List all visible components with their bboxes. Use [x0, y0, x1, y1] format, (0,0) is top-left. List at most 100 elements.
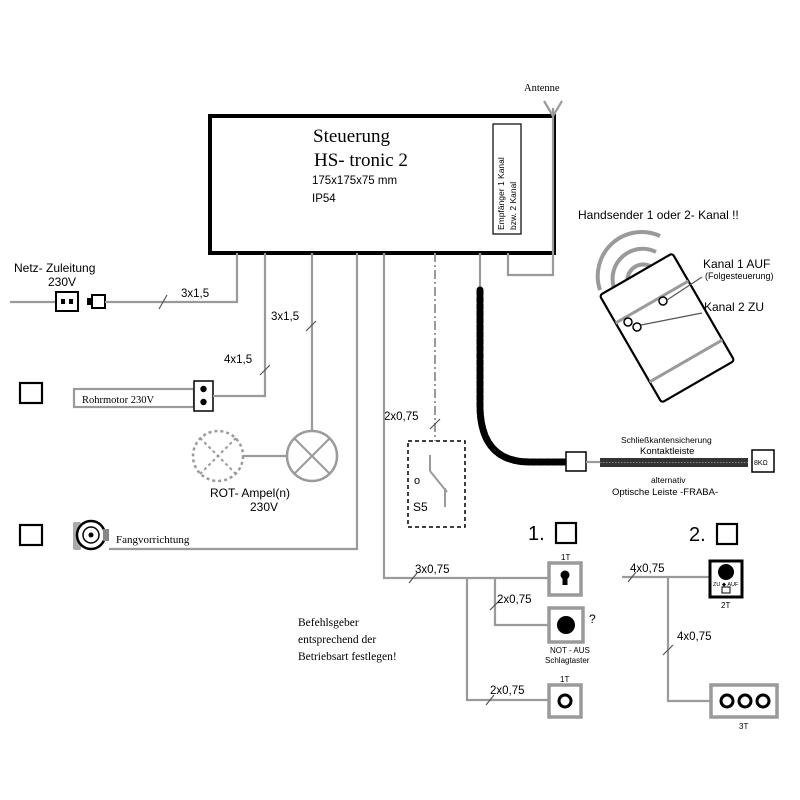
mains-socket-pin: [61, 299, 65, 304]
dual-key-small-label: ZU ◆ AUF: [713, 582, 739, 588]
switch-cable-label: 2x0,75: [384, 411, 419, 423]
remote-band: [648, 338, 724, 384]
edge-junction-box: [565, 451, 587, 472]
mains-label: Netz- Zuleitung: [14, 261, 95, 275]
antenna-label: Antenne: [524, 83, 560, 94]
three-button-knob: [755, 693, 771, 709]
plug-icon: [87, 298, 92, 305]
cable-tick: [662, 644, 674, 656]
catch-device-cable: [109, 253, 359, 551]
mode-1-cable-label: 3x0,75: [415, 564, 450, 576]
motor-connector-pin: [200, 398, 207, 406]
tube-motor: Rohrmotor 230V 4x1,5: [18, 253, 271, 412]
emergency-stop-button: [557, 616, 575, 634]
cable-tick: [408, 572, 418, 584]
button-cable-label: 2x0,75: [490, 685, 525, 697]
three-button-knob: [737, 693, 753, 709]
mode-2-cable-label: 4x0,75: [630, 563, 665, 575]
resistor-box: [751, 449, 775, 473]
push-button-label: 1T: [560, 675, 569, 684]
cable-tick: [305, 320, 317, 332]
button-cable: [465, 578, 549, 702]
mains-supply: Netz- Zuleitung 230V 3x1,5: [10, 253, 239, 312]
switch-box-optional: [407, 440, 466, 528]
catch-device: Fangvorrichtung: [18, 253, 359, 551]
emergency-stop-label-1: NOT - AUS: [550, 646, 590, 655]
operating-mode-1: 1. 3x0,75 1T 2x0,75 ? NOT - AUS Schlagta…: [382, 253, 596, 719]
key-slot: [562, 576, 568, 585]
mode-2-checkbox-icon: [715, 522, 739, 546]
stop-cable-label: 2x0,75: [497, 594, 532, 606]
mains-cable: [105, 253, 239, 304]
lamp-cross: [293, 437, 331, 475]
note-line-1: Befehlsgeber: [298, 617, 359, 629]
spiral-cable-icon: [476, 286, 570, 466]
lamp-cross: [199, 437, 237, 475]
receiver-module: [492, 123, 522, 235]
contact-strip-icon: [600, 458, 748, 467]
cable-tick: [627, 571, 637, 583]
hand-transmitter: Handsender 1 oder 2- Kanal !! Kanal 1 AU…: [578, 208, 774, 403]
channel-2-button-icon: [623, 317, 633, 327]
mains-socket-pin: [69, 299, 73, 304]
cable-tick: [489, 599, 501, 611]
mains-cable-label: 3x1,5: [181, 288, 209, 300]
motor-checkbox-icon: [18, 381, 44, 405]
motor-connector-pin: [200, 385, 207, 393]
channel-1-button-icon: [658, 296, 668, 306]
radio-wave-icon: [610, 246, 657, 289]
catch-checkbox-icon: [18, 523, 44, 547]
receiver-label-1: Empfänger 1 Kanal: [496, 157, 506, 230]
controller-ip: IP54: [312, 193, 336, 205]
dual-key-slot: [721, 586, 731, 594]
safety-edge: 8KΩ Schließkantensicherung Kontaktleiste…: [476, 253, 775, 498]
antenna-icon: [543, 100, 563, 119]
three-button-label: 3T: [739, 722, 748, 731]
plug-body: [91, 294, 106, 309]
mode-1-checkbox-icon: [554, 521, 578, 545]
stop-cable: [493, 578, 549, 627]
channel-1-label: Kanal 1 AUF: [703, 257, 770, 271]
edge-label-4: Optische Leiste -FRABA-: [612, 487, 718, 498]
motor-cable-label: 4x1,5: [224, 354, 252, 366]
motor-cable: [213, 253, 267, 398]
antenna-wire: [506, 108, 555, 277]
push-button-knob: [557, 693, 573, 709]
cable-tick: [158, 294, 168, 310]
resistor-label: 8KΩ: [754, 460, 768, 467]
lamp-voltage: 230V: [250, 500, 278, 514]
operating-mode-2: 2. 4x0,75 ZU ◆ AUF 2T 4x0,75 3T: [622, 522, 779, 731]
three-button-cable-label: 4x0,75: [677, 631, 712, 643]
remote-title: Handsender 1 oder 2- Kanal !!: [578, 208, 739, 222]
receiver-label-2: bzw. 2 Kanal: [508, 182, 518, 230]
lamp-label: ROT- Ampel(n): [210, 486, 290, 500]
remote-band: [614, 279, 690, 325]
remote-body: [599, 253, 735, 403]
switch-s5: 2x0,75 o S5: [384, 253, 466, 528]
switch-label: S5: [413, 500, 428, 514]
channel-2-button-icon: [632, 322, 642, 332]
red-lamps: 3x1,5 ROT- Ampel(n) 230V: [191, 253, 339, 514]
channel-2-label: Kanal 2 ZU: [704, 300, 764, 314]
catch-device-label: Fangvorrichtung: [116, 534, 190, 546]
edge-label-2: Kontaktleiste: [640, 446, 694, 457]
key-switch-1-label: 1T: [561, 553, 570, 562]
switch-contact-mark: o: [414, 475, 420, 487]
edge-label-1: Schließkantensicherung: [621, 435, 712, 445]
three-button-knob: [719, 693, 735, 709]
channel-1-leader: [666, 276, 703, 301]
channel-2-leader: [640, 312, 703, 326]
mode-2-number: 2.: [689, 524, 706, 546]
channel-1-note: (Folgesteuerung): [705, 271, 774, 281]
mains-socket-icon: [55, 291, 79, 312]
command-device-note: Befehlsgeber entsprechend der Betriebsar…: [298, 617, 397, 663]
mode-1-number: 1.: [528, 523, 545, 545]
radio-wave-icon: [595, 230, 661, 291]
controller-title: Steuerung: [313, 126, 391, 147]
catch-device-hub: [88, 532, 94, 538]
dual-key-label: 2T: [721, 601, 730, 610]
note-line-3: Betriebsart festlegen!: [298, 651, 397, 663]
motor-label: Rohrmotor 230V: [82, 395, 154, 406]
cable-tick: [259, 364, 271, 376]
